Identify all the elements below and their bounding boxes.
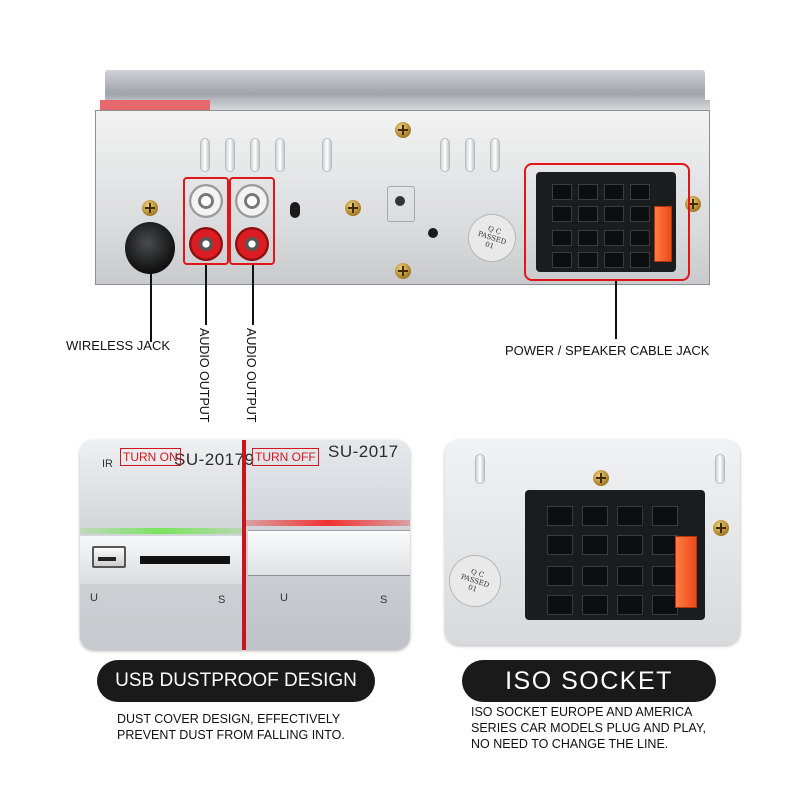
iso-caption-line: SERIES CAR MODELS PLUG AND PLAY, bbox=[471, 721, 707, 735]
iso-caption-line: NO NEED TO CHANGE THE LINE. bbox=[471, 737, 669, 751]
iso-socket-photo: Q C PASSED 01 bbox=[445, 440, 740, 645]
iso-pin bbox=[547, 506, 573, 526]
iso-socket bbox=[525, 490, 705, 620]
audio-output-label: AUDIO OUTPUT bbox=[244, 328, 258, 423]
iso-pin bbox=[552, 206, 572, 222]
vent-slot bbox=[250, 138, 260, 172]
vent-slot bbox=[465, 138, 475, 172]
iso-pin bbox=[547, 595, 573, 615]
iso-pin bbox=[552, 184, 572, 200]
iso-pin bbox=[582, 506, 608, 526]
dust-cover bbox=[248, 530, 410, 576]
red-light-strip bbox=[246, 520, 410, 526]
sd-card-slot bbox=[140, 556, 230, 564]
model-number: SU-20179 bbox=[174, 450, 255, 469]
iso-pin bbox=[604, 230, 624, 246]
power-speaker-label: POWER / SPEAKER CABLE JACK bbox=[505, 343, 710, 358]
iso-pin bbox=[604, 252, 624, 268]
antenna-bracket bbox=[387, 186, 415, 222]
iso-pin bbox=[582, 566, 608, 586]
model-number: SU-2017 bbox=[328, 442, 399, 461]
iso-socket-title: ISO SOCKET bbox=[462, 660, 716, 702]
audio-output-highlight-1 bbox=[183, 177, 229, 265]
vent-slot bbox=[715, 454, 725, 484]
vent-slot bbox=[490, 138, 500, 172]
u-label: U bbox=[280, 592, 288, 604]
panel-hole bbox=[290, 202, 300, 218]
turn-on-tag: TURN ON bbox=[120, 448, 181, 466]
qc-passed-stamp: Q C PASSED 01 bbox=[445, 548, 508, 614]
iso-pin bbox=[630, 252, 650, 268]
iso-pin-row bbox=[552, 230, 650, 268]
screw-icon bbox=[395, 122, 411, 138]
iso-pin-row bbox=[547, 566, 678, 615]
vent-slot bbox=[475, 454, 485, 484]
usb-port-slot bbox=[98, 557, 116, 561]
iso-pin bbox=[617, 595, 643, 615]
iso-pin-row bbox=[552, 184, 650, 222]
rca-white-jack bbox=[235, 184, 269, 218]
iso-pin bbox=[604, 184, 624, 200]
iso-pin bbox=[578, 206, 598, 222]
usb-dustproof-title: USB DUSTPROOF DESIGN bbox=[97, 660, 375, 702]
screw-icon bbox=[713, 520, 729, 536]
iso-pin bbox=[630, 206, 650, 222]
iso-pin bbox=[617, 535, 643, 555]
iso-pin bbox=[582, 595, 608, 615]
iso-pin bbox=[547, 566, 573, 586]
audio-output-label: AUDIO OUTPUT bbox=[197, 328, 211, 423]
iso-socket bbox=[536, 172, 676, 272]
vent-slot bbox=[275, 138, 285, 172]
usb-dustproof-photo: IR SU-20179 TURN ON SU-2017 TURN OFF U S… bbox=[80, 440, 410, 650]
u-label: U bbox=[90, 592, 98, 604]
vent-slot bbox=[440, 138, 450, 172]
wireless-jack-port bbox=[125, 222, 175, 274]
green-light-strip bbox=[80, 528, 242, 534]
vent-slot bbox=[200, 138, 210, 172]
vent-slot bbox=[322, 138, 332, 172]
usb-port bbox=[92, 546, 126, 568]
power-speaker-jack-highlight bbox=[524, 163, 690, 281]
iso-pin bbox=[617, 506, 643, 526]
iso-pin bbox=[630, 230, 650, 246]
iso-pin bbox=[578, 252, 598, 268]
screw-icon bbox=[395, 263, 411, 279]
wireless-jack-label: WIRELESS JACK bbox=[66, 338, 171, 353]
audio-output-highlight-2 bbox=[229, 177, 275, 265]
fuse bbox=[675, 536, 697, 608]
screw-icon bbox=[593, 470, 609, 486]
iso-pin bbox=[604, 206, 624, 222]
pointer-line bbox=[205, 265, 207, 325]
pointer-line bbox=[150, 272, 152, 342]
iso-pin bbox=[552, 230, 572, 246]
rca-red-jack bbox=[235, 227, 269, 261]
iso-pin-row bbox=[547, 506, 678, 555]
usb-caption-line: PREVENT DUST FROM FALLING INTO. bbox=[117, 728, 345, 742]
ir-label: IR bbox=[102, 458, 113, 470]
turn-off-tag: TURN OFF bbox=[252, 448, 319, 466]
iso-pin bbox=[617, 566, 643, 586]
iso-pin bbox=[582, 535, 608, 555]
panel-hole bbox=[428, 228, 438, 238]
fuse bbox=[654, 206, 672, 262]
turn-divider bbox=[242, 440, 246, 650]
iso-pin bbox=[652, 506, 678, 526]
usb-caption-line: DUST COVER DESIGN, EFFECTIVELY bbox=[117, 712, 341, 726]
iso-pin bbox=[578, 184, 598, 200]
panel-hole bbox=[395, 196, 405, 206]
pointer-line bbox=[615, 281, 617, 339]
rca-white-jack bbox=[189, 184, 223, 218]
screw-icon bbox=[142, 200, 158, 216]
vent-slot bbox=[225, 138, 235, 172]
iso-pin bbox=[552, 252, 572, 268]
iso-pin bbox=[578, 230, 598, 246]
iso-caption-line: ISO SOCKET EUROPE AND AMERICA bbox=[471, 705, 693, 719]
screw-icon bbox=[345, 200, 361, 216]
rca-red-jack bbox=[189, 227, 223, 261]
s-label: S bbox=[380, 594, 388, 606]
s-label: S bbox=[218, 594, 226, 606]
pointer-line bbox=[252, 265, 254, 325]
iso-pin bbox=[547, 535, 573, 555]
iso-pin bbox=[630, 184, 650, 200]
